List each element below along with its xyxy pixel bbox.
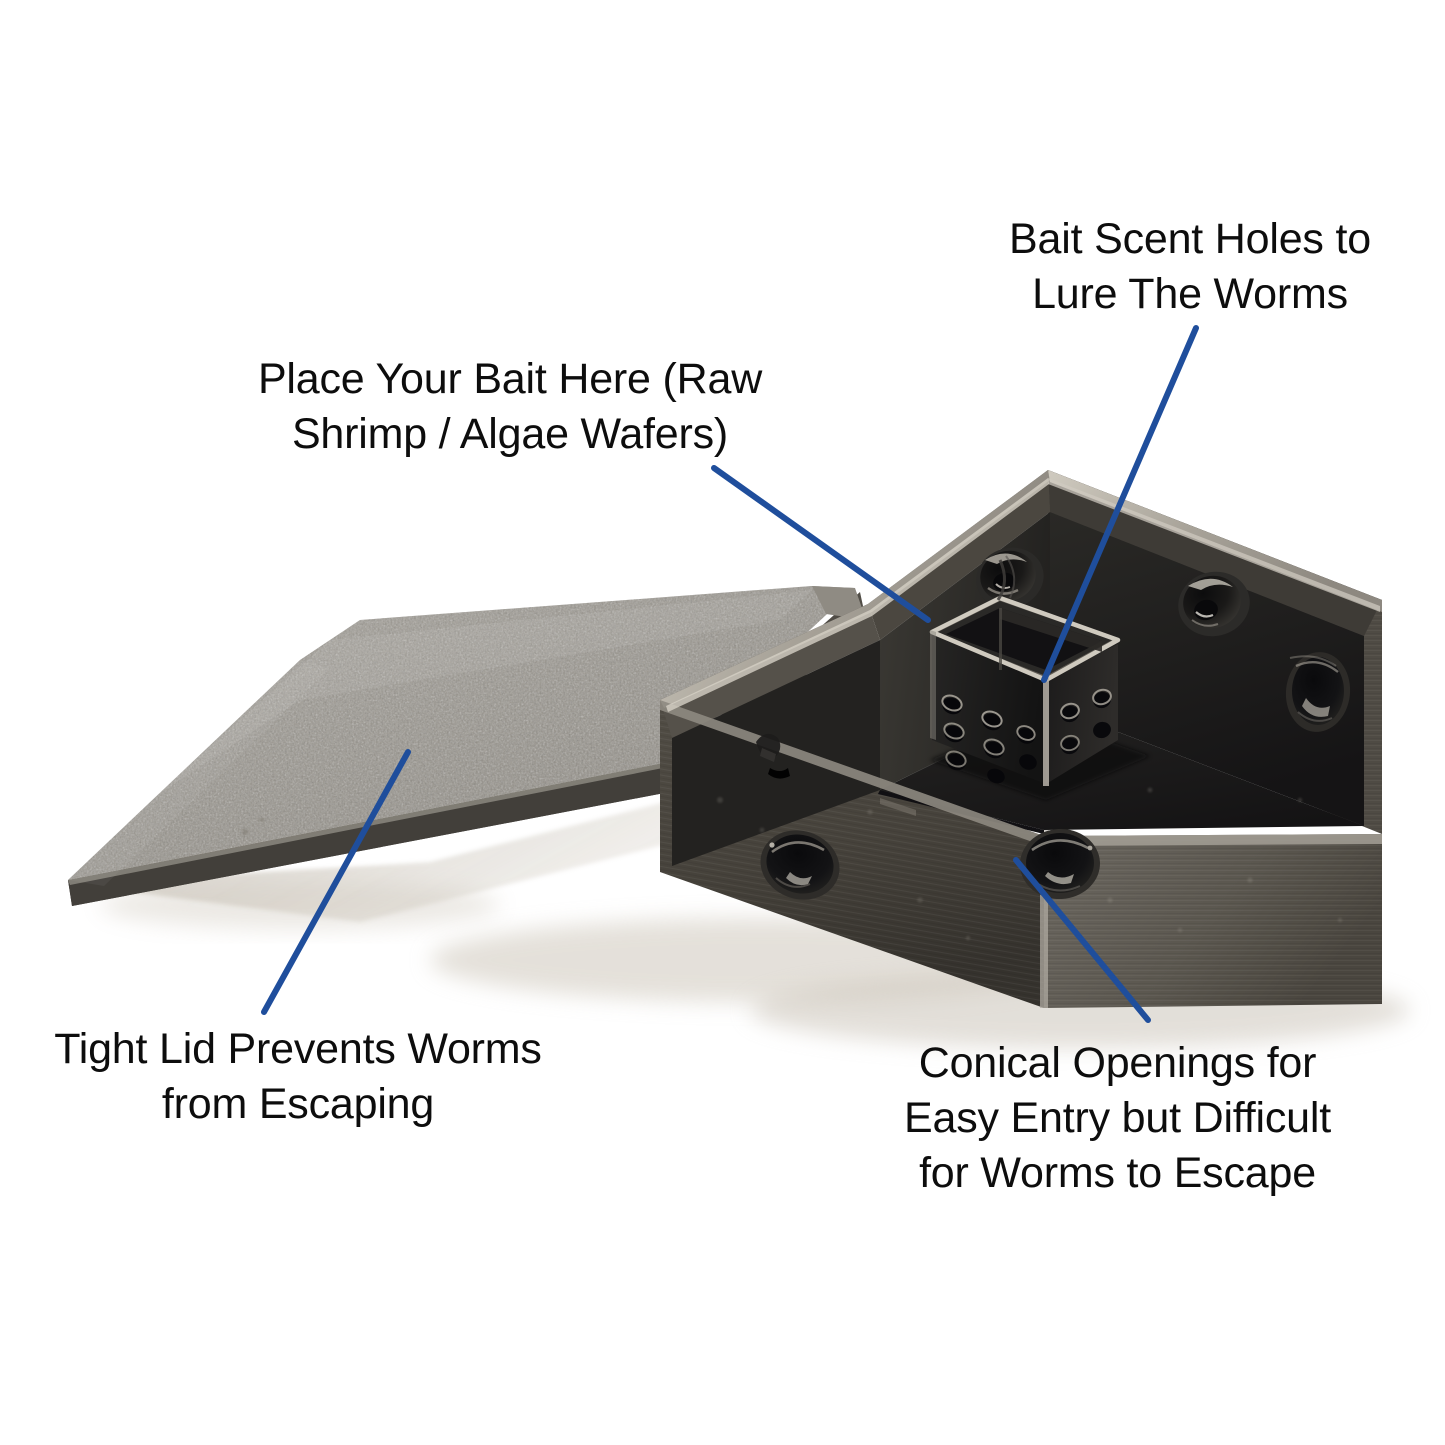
annotation-label-tight-lid: Tight Lid Prevents Worms from Escaping bbox=[54, 1025, 542, 1129]
print-artifacts bbox=[756, 733, 790, 779]
bait-scent-holes-left-face bbox=[941, 694, 1037, 784]
conical-entry-hole-right-side[interactable] bbox=[1282, 649, 1354, 735]
annotation-label-scent-holes: Bait Scent Holes to Lure The Worms bbox=[1009, 215, 1371, 319]
conical-entry-hole-front-left[interactable] bbox=[751, 820, 848, 909]
annotation-label-bait-placement: Place Your Bait Here (Raw Shrimp / Algae… bbox=[257, 355, 763, 459]
conical-funnel-rear-left bbox=[976, 547, 1044, 609]
annotation-label-conical-openings: Conical Openings for Easy Entry but Diff… bbox=[904, 1039, 1331, 1198]
bait-scent-holes-right-face bbox=[1060, 688, 1112, 755]
